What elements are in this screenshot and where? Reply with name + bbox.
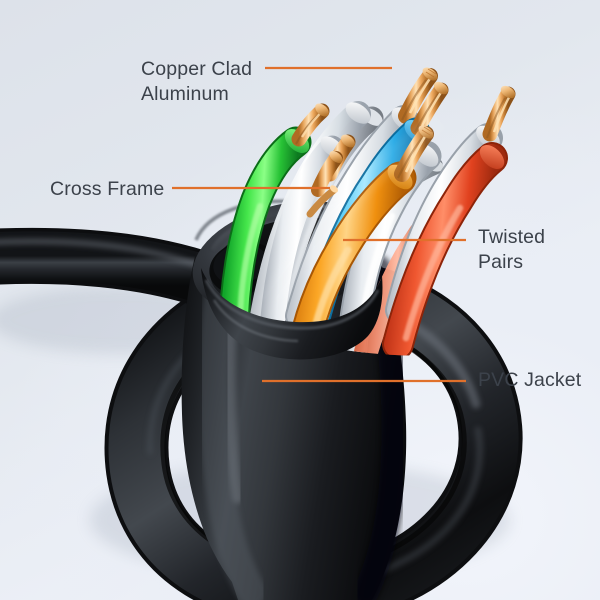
conductor-white-brown [482, 85, 516, 142]
callout-leader-lines [172, 66, 466, 383]
cable-front-lip [201, 268, 383, 360]
conductor-cluster-left [311, 134, 356, 197]
callout-label-twisted-pairs: Twisted Pairs [478, 226, 546, 273]
callout-label-copper-clad-aluminum: Copper Clad Aluminum [141, 58, 253, 105]
conductor-green [291, 103, 330, 147]
pair-brown [354, 85, 516, 356]
bare-conductor-tip [306, 185, 338, 218]
conductor-white-blue [398, 67, 438, 124]
pvc-jacket-tail [0, 227, 250, 314]
twisted-pairs-bundle [218, 67, 516, 356]
pair-green [218, 103, 345, 352]
callout-label-pvc-jacket: PVC Jacket [478, 369, 582, 391]
callout-label-cross-frame: Cross Frame [50, 178, 165, 200]
